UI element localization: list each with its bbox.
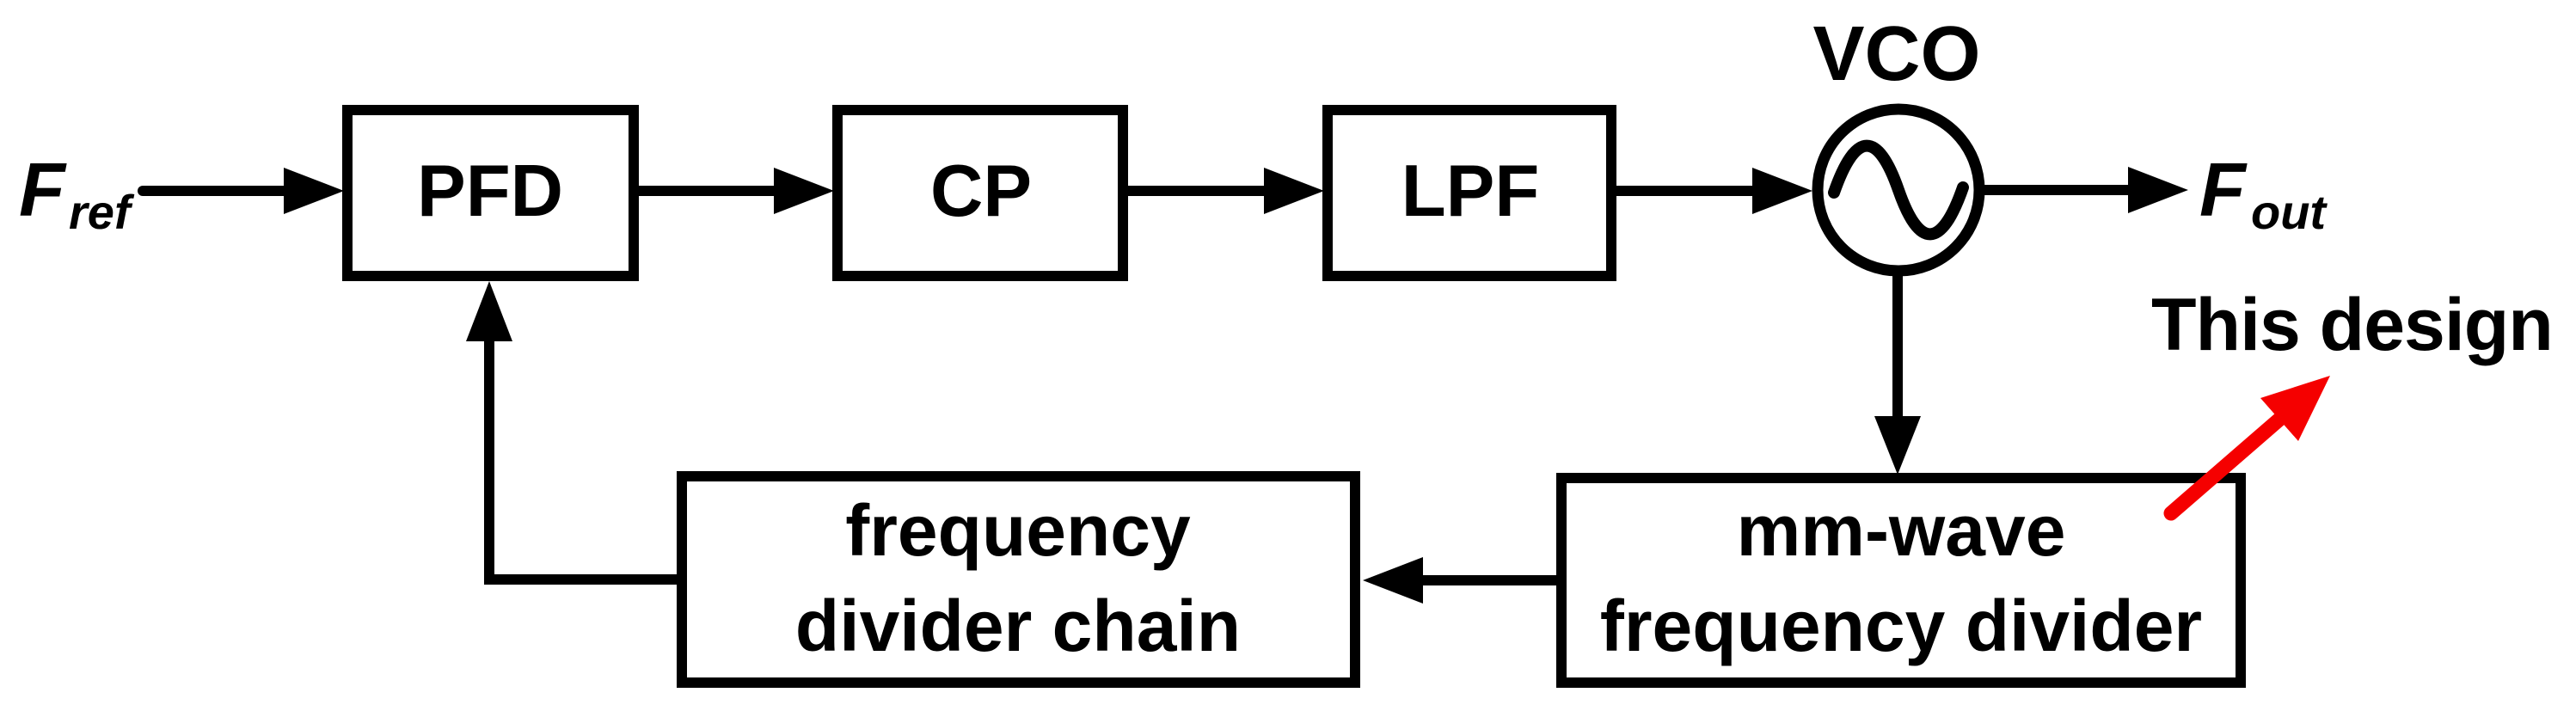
arrowhead-right-icon xyxy=(2128,167,2188,213)
mmwave-divider-block xyxy=(1556,473,2246,688)
feedback-wire xyxy=(484,337,682,585)
fout-subscript: out xyxy=(2251,185,2328,239)
pfd-block xyxy=(342,105,639,281)
arrow-pfd-to-cp xyxy=(639,168,834,214)
fref-label: F xyxy=(19,147,67,232)
this-design-label: This design xyxy=(2151,284,2553,366)
cp-block xyxy=(832,105,1128,281)
arrowhead-right-icon xyxy=(1264,168,1324,214)
arrowhead-up-icon xyxy=(466,281,512,341)
divider-chain-label-line2: divider chain xyxy=(795,585,1241,666)
arrow-fref-to-pfd xyxy=(138,168,344,214)
arrow-vco-to-fout xyxy=(1984,167,2188,213)
vco-label: VCO xyxy=(1812,11,1980,97)
arrow-cp-to-lpf xyxy=(1128,168,1324,214)
arrowhead-right-icon xyxy=(1752,168,1812,214)
this-design-annotation-arrow xyxy=(2163,376,2330,521)
arrowhead-right-icon xyxy=(284,168,344,214)
sine-wave-icon xyxy=(1828,139,1969,241)
mmwave-label-line2: frequency divider xyxy=(1600,585,2202,666)
arrow-lpf-to-vco xyxy=(1616,168,1812,214)
fout-label: F xyxy=(2199,147,2248,232)
cp-label: CP xyxy=(930,150,1032,232)
feedback-arrow-to-pfd xyxy=(466,281,682,585)
arrowhead-right-icon xyxy=(774,168,834,214)
lpf-label: LPF xyxy=(1401,150,1540,232)
divider-chain-label-line1: frequency xyxy=(845,490,1191,571)
pfd-label: PFD xyxy=(417,150,563,232)
red-arrow-shaft xyxy=(2163,410,2289,521)
vco-oscillator-symbol xyxy=(1812,103,1985,277)
lpf-block xyxy=(1322,105,1616,281)
arrow-mmwave-to-divider-chain xyxy=(1363,557,1556,604)
divider-chain-block xyxy=(677,471,1360,688)
red-arrowhead-icon xyxy=(2260,376,2330,441)
mmwave-label-line1: mm-wave xyxy=(1737,490,2066,571)
arrow-vco-to-mmwave-divider xyxy=(1874,271,1921,475)
arrowhead-down-icon xyxy=(1874,416,1921,475)
fref-subscript: ref xyxy=(69,185,135,239)
arrowhead-left-icon xyxy=(1363,557,1423,604)
